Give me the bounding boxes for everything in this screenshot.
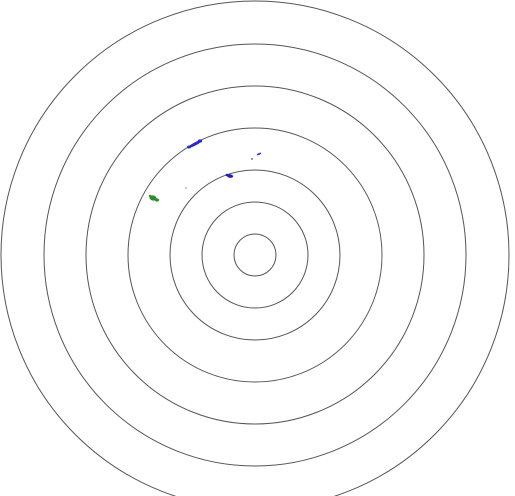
echo-blue-speck	[185, 187, 187, 189]
range-ring-2	[201, 201, 309, 309]
echo-blue-streak-part-3	[197, 139, 203, 143]
range-ring-6	[43, 43, 467, 467]
echo-blue-cluster	[225, 173, 234, 178]
range-ring-1	[233, 233, 277, 277]
echo-blue-dash-part-1	[256, 152, 262, 156]
echo-green-cluster	[148, 194, 159, 202]
range-ring-4	[127, 127, 383, 383]
echo-blue-streak	[187, 139, 203, 149]
echo-blue-dot-part-1	[251, 158, 253, 160]
echo-blue-cluster-part-2	[225, 173, 229, 177]
echo-green-cluster-part-1	[149, 195, 157, 201]
echo-green-cluster-part-3	[148, 194, 152, 198]
echo-blue-dash	[256, 152, 262, 156]
echo-blue-speck-part-1	[185, 187, 187, 189]
range-ring-5	[85, 85, 425, 425]
range-ring-3	[169, 169, 341, 341]
echo-blue-dot	[251, 158, 253, 160]
echo-blue-cluster-part-1	[226, 174, 234, 178]
echo-blue-streak-part-2	[187, 145, 191, 149]
echo-layer	[148, 139, 262, 202]
echo-green-cluster-part-2	[155, 198, 159, 202]
